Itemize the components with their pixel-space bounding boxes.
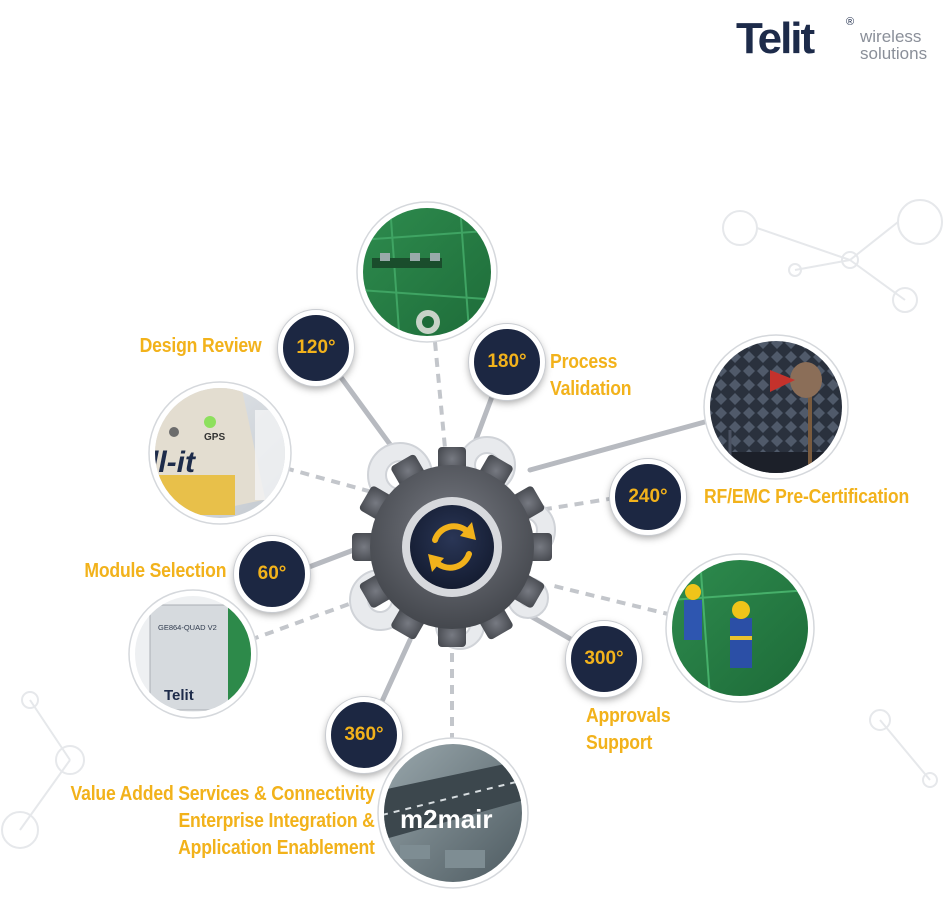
dev-kit-photo: GPS ll-it [135, 380, 300, 530]
logo-tagline-line-1: wireless [860, 28, 927, 45]
logo-tagline-line-2: solutions [860, 45, 927, 62]
degree-badge-360: 360° [326, 697, 402, 773]
logo-registered-mark: ® [846, 16, 854, 28]
label-process-line-2: Validation [550, 376, 631, 403]
label-rf-emc-pre-certification: RF/EMC Pre-Certification [704, 484, 909, 511]
label-approvals-support: Approvals Support [586, 703, 670, 757]
m2mair-logo-text: m2mair [400, 804, 493, 834]
degree-badge-300: 300° [566, 621, 642, 697]
degree-badge-180: 180° [469, 324, 545, 400]
label-process-line-1: Process [550, 349, 631, 376]
label-module-selection: Module Selection [84, 558, 226, 585]
label-design-review: Design Review [140, 333, 262, 360]
degree-badge-60: 60° [234, 536, 310, 612]
label-value-added-services: Value Added Services & Connectivity Ente… [71, 781, 375, 862]
rf-chamber-photo [704, 335, 850, 482]
workers-photo [666, 554, 814, 702]
module-chip-text: GE864-QUAD V2 [158, 623, 217, 632]
label-value-line-2: Enterprise Integration & [71, 808, 375, 835]
module-photo: GE864-QUAD V2 Telit [129, 590, 257, 718]
label-process-validation: Process Validation [550, 349, 631, 403]
degree-badge-240: 240° [610, 459, 686, 535]
degree-badge-120: 120° [278, 310, 354, 386]
pcb-photo [357, 202, 500, 345]
telit-logo: Telit ® wireless solutions [736, 8, 942, 68]
m2mair-photo: m2mair [378, 738, 528, 888]
logo-tagline: wireless solutions [860, 28, 927, 62]
label-approvals-line-2: Support [586, 730, 670, 757]
label-value-line-1: Value Added Services & Connectivity [71, 781, 375, 808]
label-value-line-3: Application Enablement [71, 835, 375, 862]
module-brand-text: Telit [164, 687, 194, 704]
dev-kit-gps-text: GPS [204, 432, 225, 443]
logo-brand: Telit [736, 14, 813, 64]
label-approvals-line-1: Approvals [586, 703, 670, 730]
